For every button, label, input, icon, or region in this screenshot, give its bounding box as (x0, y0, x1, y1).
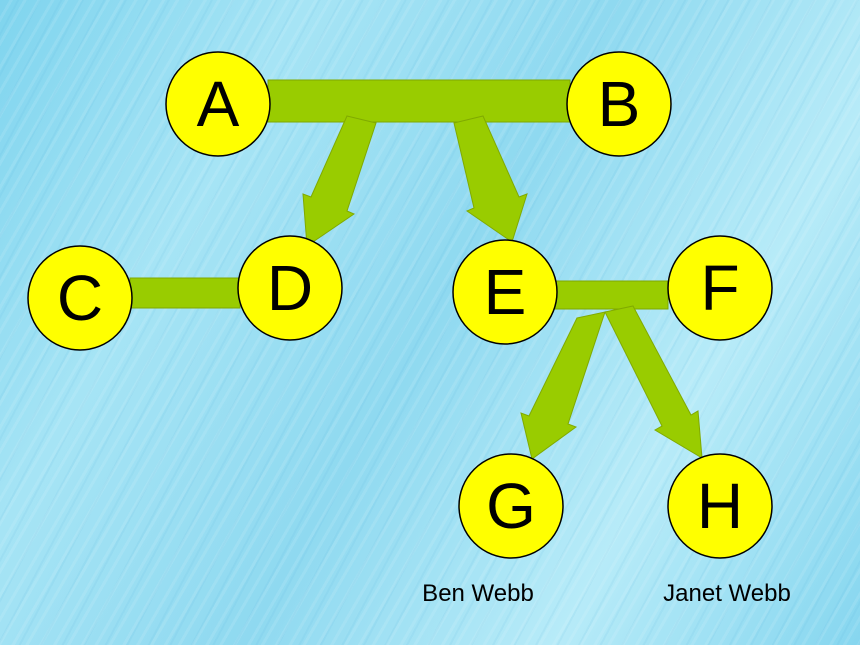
node-g: G (458, 453, 564, 559)
node-g-label: G (486, 470, 536, 542)
node-b-label: B (598, 68, 641, 140)
marriage-bar-e-f (554, 280, 669, 310)
node-d-label: D (267, 252, 313, 324)
caption-node-g: Ben Webb (422, 580, 534, 607)
arrow-ef-to-h (604, 305, 703, 459)
node-a: A (165, 51, 271, 157)
node-c: C (27, 245, 133, 351)
caption-node-h: Janet Webb (663, 580, 791, 607)
marriage-bar-a-b (267, 79, 571, 123)
node-e: E (452, 239, 558, 345)
node-f: F (667, 235, 773, 341)
node-h: H (667, 453, 773, 559)
node-c-label: C (57, 262, 103, 334)
marriage-bar-c-d (129, 277, 241, 309)
node-b: B (566, 51, 672, 157)
node-h-label: H (697, 470, 743, 542)
node-d: D (237, 235, 343, 341)
arrow-ab-to-d (302, 115, 377, 247)
node-a-label: A (197, 68, 240, 140)
arrow-ef-to-g (520, 311, 606, 460)
arrow-ab-to-e (453, 115, 528, 243)
node-f-label: F (700, 252, 739, 324)
node-e-label: E (484, 256, 527, 328)
